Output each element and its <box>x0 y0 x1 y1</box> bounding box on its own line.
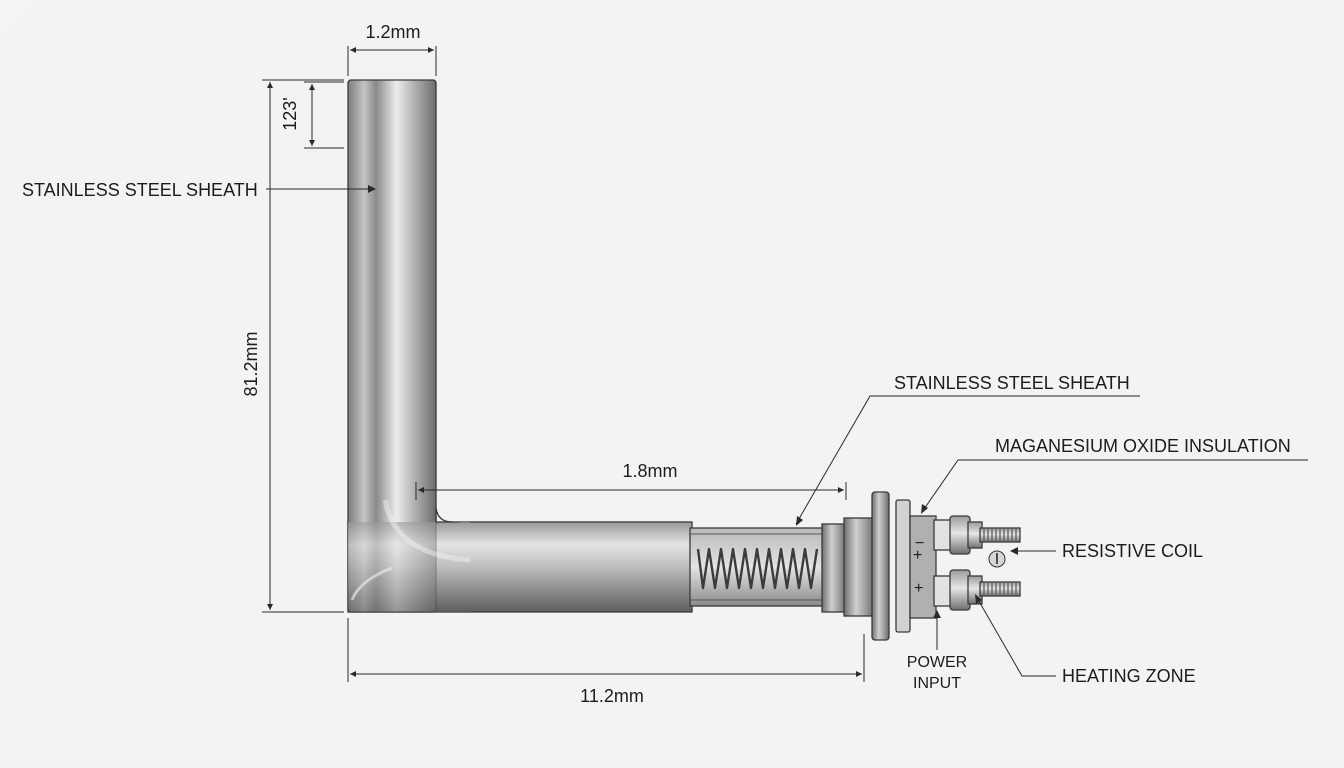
coil-section <box>689 527 825 607</box>
dim-vertical-length: 81.2mm <box>241 331 261 396</box>
sheath-elbow <box>348 522 470 612</box>
circle-marker-text: I <box>995 551 999 568</box>
label-resistive-coil: RESISTIVE COIL <box>1062 541 1203 561</box>
upper-terminal <box>933 515 1021 555</box>
plus-sign-upper: + <box>913 547 922 564</box>
resistive-coil-spring <box>696 547 819 590</box>
circle-marker-icon <box>988 550 1006 568</box>
label-sheath-right: STAINLESS STEEL SHEATH <box>894 373 1130 393</box>
terminal-block <box>909 515 937 619</box>
dim-horizontal-inner: 1.8mm <box>622 461 677 481</box>
l-sheath <box>347 79 693 613</box>
flange-plate <box>871 491 890 641</box>
label-sheath-left: STAINLESS STEEL SHEATH <box>22 180 258 200</box>
lower-terminal <box>933 569 1021 611</box>
label-power-input-line1: POWER <box>907 654 967 671</box>
collar <box>821 523 847 613</box>
flange-body <box>843 517 875 617</box>
label-power-input-line2: INPUT <box>913 675 961 692</box>
dimensions: 1.2mm 123' 81.2mm 1.8mm 11.2mm <box>241 22 865 706</box>
dim-horizontal-total: 11.2mm <box>580 686 644 706</box>
callouts: STAINLESS STEEL SHEATH STAINLESS STEEL S… <box>22 180 1308 692</box>
insulator-plate <box>895 499 911 633</box>
label-heating-zone: HEATING ZONE <box>1062 666 1196 686</box>
dim-top-width: 1.2mm <box>365 22 420 42</box>
terminal-head: − + + I <box>821 491 1021 641</box>
label-insulation: MAGANESIUM OXIDE INSULATION <box>995 436 1291 456</box>
minus-sign: − <box>915 535 924 552</box>
background-highlight <box>0 0 60 60</box>
dim-top-segment: 123' <box>280 97 300 130</box>
coil-tube <box>689 527 825 607</box>
plus-sign-lower: + <box>914 580 923 597</box>
